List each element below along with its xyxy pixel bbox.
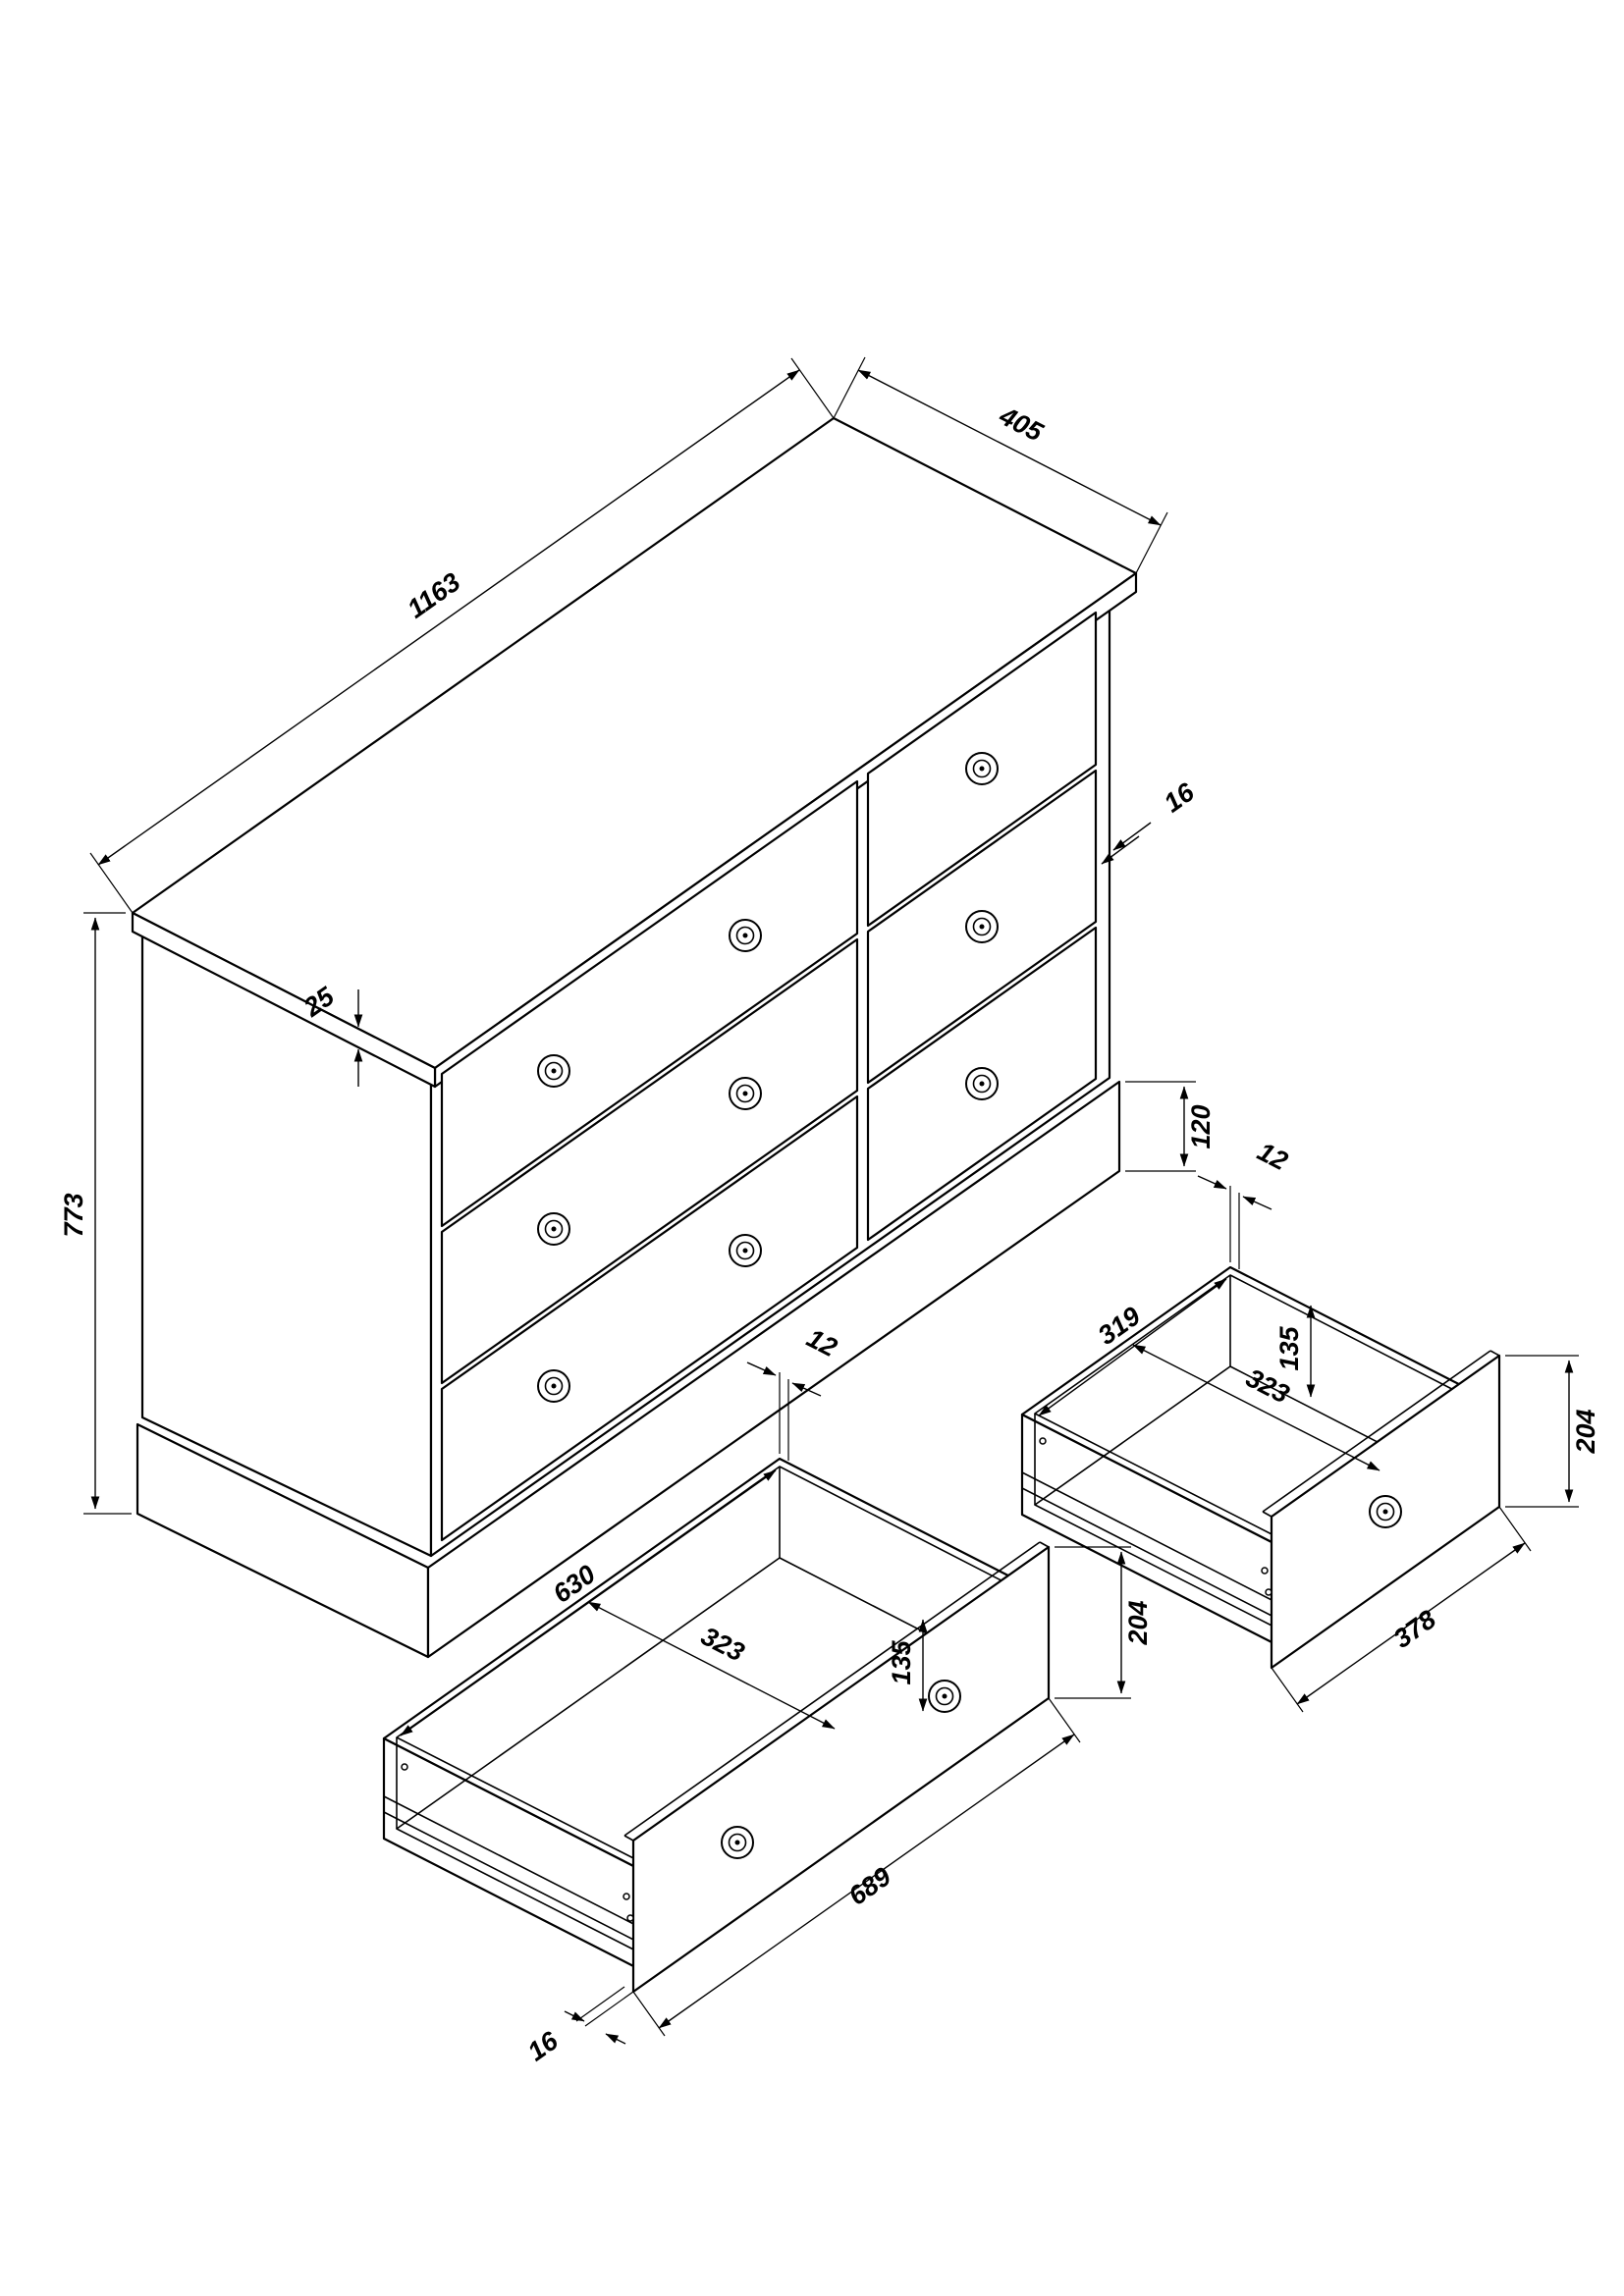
- large-drawer-runner: [383, 1795, 644, 1930]
- large-drawer-front-top-edge: [1039, 1541, 1050, 1548]
- drawer-knob-icon: [721, 1826, 754, 1859]
- small-drawer-runner: [1021, 1487, 1282, 1622]
- large-drawer-runner: [383, 1811, 644, 1946]
- dim-plinth-height: 120: [1125, 1081, 1216, 1172]
- drawer-knob-icon: [537, 1369, 570, 1403]
- dim-small-interior-height: 135: [1274, 1305, 1316, 1398]
- screw-hole: [1039, 1437, 1047, 1445]
- drawer-knob-icon: [537, 1054, 570, 1088]
- dim-label-width: 1163: [402, 567, 465, 624]
- dresser: [131, 416, 1138, 1659]
- screw-hole: [401, 1763, 408, 1771]
- dim-label-small-box-thickness: 12: [1253, 1137, 1292, 1176]
- drawer-front-wide-2: [440, 937, 859, 1385]
- dim-panel-thickness: 16: [1101, 776, 1201, 865]
- dim-label-panel-thickness: 16: [1159, 776, 1201, 818]
- dim-small-front-height: 204: [1505, 1355, 1600, 1508]
- drawer-knob-icon: [729, 919, 762, 952]
- dim-label-large-front-height: 204: [1123, 1600, 1153, 1645]
- dresser-top-left-edge: [131, 911, 437, 1089]
- dim-label-small-front-width: 378: [1388, 1604, 1441, 1653]
- dim-label-plinth-height: 120: [1186, 1104, 1216, 1148]
- dim-label-depth: 405: [994, 400, 1049, 448]
- screw-hole: [1261, 1567, 1269, 1575]
- small-drawer-front-top-edge: [1489, 1350, 1500, 1357]
- dim-large-interior-height: 135: [887, 1619, 928, 1712]
- drawer-knob-icon: [965, 752, 999, 785]
- drawer-knob-icon: [729, 1077, 762, 1110]
- dim-small-box-thickness: 12: [1197, 1137, 1292, 1269]
- drawer-knob-icon: [965, 910, 999, 943]
- dim-label-large-front-width: 689: [843, 1861, 896, 1910]
- small-drawer-runner: [1021, 1471, 1282, 1606]
- dim-large-front-height: 204: [1055, 1546, 1153, 1699]
- dim-label-height: 773: [59, 1193, 88, 1237]
- large-drawer-front-top-edge: [623, 1835, 634, 1842]
- small-drawer-front-top-edge: [1262, 1511, 1272, 1518]
- screw-hole: [626, 1914, 634, 1922]
- drawer-knob-icon: [965, 1067, 999, 1100]
- drawer-knob-icon: [1369, 1495, 1402, 1528]
- drawer-knob-icon: [729, 1234, 762, 1267]
- dim-label-large-interior-height: 135: [887, 1639, 916, 1684]
- dim-large-front-thickness: 16: [522, 1986, 634, 2067]
- screw-hole: [623, 1893, 630, 1900]
- screw-hole: [1265, 1588, 1272, 1596]
- drawer-knob-icon: [537, 1212, 570, 1246]
- dim-label-small-front-height: 204: [1571, 1409, 1600, 1454]
- dim-label-small-interior-height: 135: [1274, 1325, 1304, 1370]
- dim-overall-height: 773: [59, 912, 132, 1515]
- dim-label-large-front-thickness: 16: [522, 2025, 565, 2066]
- drawer-knob-icon: [928, 1680, 961, 1713]
- drawer-front-wide-1: [440, 779, 859, 1228]
